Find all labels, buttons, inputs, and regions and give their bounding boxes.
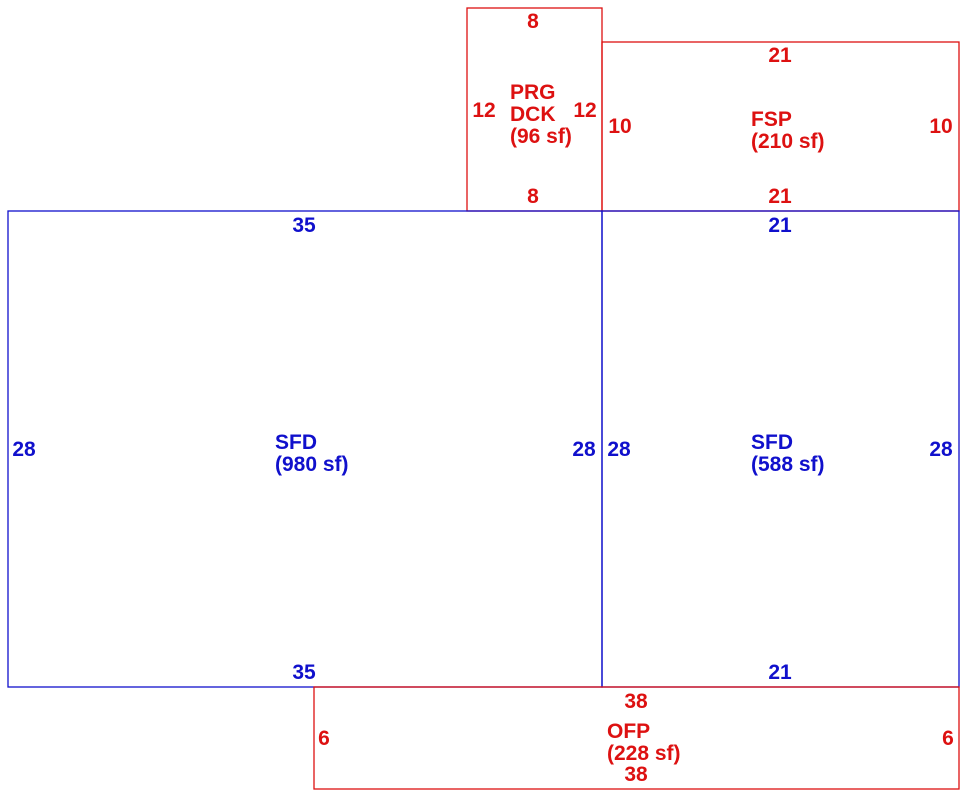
room-label-line: (96 sf) (510, 125, 572, 148)
room-sfd-left: 35 35 28 28 SFD(980 sf) (7, 210, 603, 688)
dimension-bottom: 21 (768, 661, 792, 684)
dimension-top: 8 (527, 10, 539, 33)
room-label-line: (210 sf) (751, 130, 825, 153)
dimension-right: 28 (572, 438, 596, 461)
room-label-line: (588 sf) (751, 453, 825, 476)
dimension-left: 6 (318, 727, 330, 750)
room-label: SFD(588 sf) (751, 431, 825, 476)
room-label: OFP(228 sf) (607, 720, 681, 765)
room-ofp: 38 38 6 6 OFP(228 sf) (313, 686, 960, 790)
room-label-line: SFD (275, 431, 317, 454)
room-label: FSP(210 sf) (751, 108, 825, 153)
dimension-bottom: 38 (624, 763, 648, 786)
room-label-line: (980 sf) (275, 453, 349, 476)
room-label-line: FSP (751, 108, 792, 131)
dimension-top: 21 (768, 214, 792, 237)
dimension-right: 12 (573, 99, 596, 122)
dimension-right: 10 (929, 115, 952, 138)
room-fsp: 21 21 10 10 FSP(210 sf) (601, 41, 960, 212)
room-label-line: DCK (510, 103, 556, 126)
dimension-bottom: 21 (768, 185, 792, 208)
dimension-left: 10 (608, 115, 631, 138)
room-label-line: OFP (607, 720, 650, 743)
dimension-top: 35 (292, 214, 316, 237)
dimension-top: 21 (768, 44, 792, 67)
room-label: SFD(980 sf) (275, 431, 349, 476)
room-label-line: SFD (751, 431, 793, 454)
room-outline (313, 686, 960, 790)
room-label-line: (228 sf) (607, 742, 681, 765)
dimension-right: 6 (942, 727, 954, 750)
room-label-line: PRG (510, 81, 556, 104)
room-sfd-right: 21 21 28 28 SFD(588 sf) (601, 210, 960, 688)
dimension-bottom: 8 (527, 185, 539, 208)
dimension-top: 38 (624, 690, 648, 713)
dimension-left: 28 (607, 438, 631, 461)
dimension-left: 12 (472, 99, 495, 122)
dimension-right: 28 (929, 438, 953, 461)
dimension-left: 28 (12, 438, 36, 461)
dimension-bottom: 35 (292, 661, 316, 684)
